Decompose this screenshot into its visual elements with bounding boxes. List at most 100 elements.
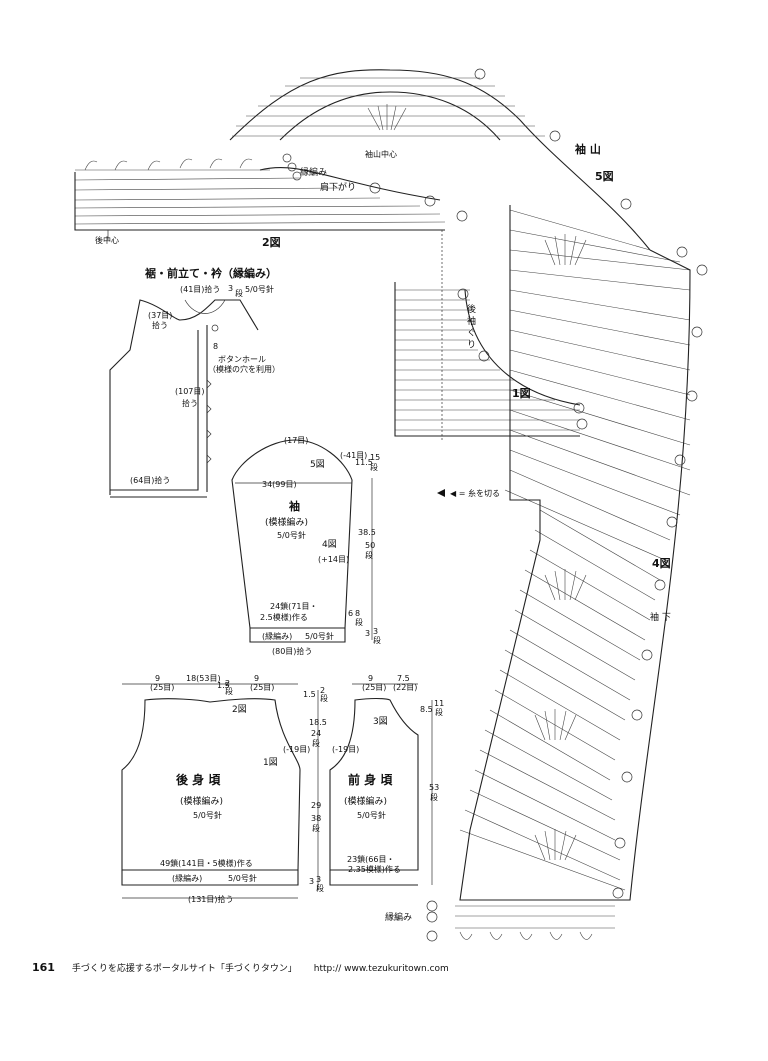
sleeve-schematic: (17目) (-41目) 5図 11.5 15 段 34(99目) 袖 (模様編… [231, 436, 381, 656]
front-w75r: (22目) [393, 683, 417, 692]
back-schematic: 9 (25目) 18(53目) 9 (25目) 1.5 2 段 2図 1図 (-… [121, 674, 328, 904]
sleeve-fan-motifs [534, 234, 587, 861]
sleeve-edge-hook: 5/0号針 [305, 631, 334, 641]
sleeve-rows-15b: 段 [370, 462, 378, 472]
back-edge: (縁編み) [172, 873, 202, 883]
sleeve-edge: (縁編み) [262, 631, 292, 641]
sleeve-rows-15: 15 [370, 453, 380, 462]
back-w9: 9 [155, 674, 160, 683]
back-h15: 1.5 [217, 681, 230, 690]
front-rows53b: 段 [430, 792, 438, 802]
collar-curve [184, 299, 226, 314]
front-h85: 8.5 [420, 705, 433, 714]
pickup-107b: 拾う [182, 398, 198, 408]
pickup-37: (37目) [148, 311, 172, 320]
sleeve-cap-inner [279, 91, 501, 141]
back-rows3: 3 [316, 875, 321, 884]
sleeve-rows-3: 3 [373, 627, 378, 636]
back-hook: 5/0号針 [193, 810, 222, 820]
sleeve-h-6: 6 [348, 609, 353, 618]
buttonhole-note: （模様の穴を利用） [208, 364, 280, 374]
sleeve-rows-50: 50 [365, 541, 375, 550]
cut-yarn-triangle [437, 489, 445, 497]
front-hook: 5/0号針 [357, 810, 386, 820]
page-footer: 161 手づくりを応援するポータルサイト「手づくりタウン」 http:// ww… [32, 961, 449, 974]
front-band-line [110, 325, 208, 498]
armhole-curve [464, 289, 581, 406]
pickup-37b: 拾う [152, 320, 168, 330]
fig1-label: 1図 [512, 386, 531, 400]
back-dec19: (-19目) [283, 745, 310, 754]
buttonhole-label: ボタンホール [218, 355, 266, 364]
back-pattern: (模様編み) [180, 795, 223, 807]
sleeve-outline [231, 439, 353, 629]
cap-rows [232, 77, 545, 137]
back-yoke-outline [74, 172, 445, 231]
back-h185: 18.5 [309, 718, 327, 727]
sleeve-rows-8b: 段 [355, 617, 363, 627]
sleeve-pattern: (模様編み) [265, 516, 308, 528]
back-yoke-picots [84, 158, 253, 171]
back-center-label: 後中心 [95, 235, 119, 245]
sleeve-body-rows [459, 209, 691, 891]
front-chain-b: 2.35模様)作る [348, 864, 401, 874]
sleeve-dec-41: (-41目) [340, 451, 367, 460]
back-rows24: 24 [311, 729, 321, 738]
sleeve-rows-3b: 段 [373, 635, 381, 645]
sleeve-h-3: 3 [365, 629, 370, 638]
front-chain: 23鎖(66目・ [347, 854, 394, 864]
sleeve-h-385: 38.5 [358, 528, 376, 537]
back-h3: 3 [309, 877, 314, 886]
sleeve-body-outline [459, 205, 691, 901]
row-markers [282, 68, 708, 942]
pickup-41: (41目)拾う [180, 284, 220, 294]
cap-fan-motif [367, 104, 407, 131]
back-outline [121, 698, 301, 871]
fig2-label: 2図 [262, 235, 281, 249]
sleeve-fig5: 5図 [310, 459, 325, 470]
back-w9rb: (25目) [250, 683, 274, 692]
front-w9r: (25目) [362, 683, 386, 692]
back-h29: 29 [311, 801, 321, 810]
shoulder-slope-label: 肩下がり [320, 181, 356, 193]
back-armhole-label: 後 袖 ぐ り [465, 303, 476, 349]
fig4-label: 4図 [652, 556, 671, 570]
front-w9: 9 [368, 674, 373, 683]
hem-cm-8: 8 [213, 342, 218, 351]
front-pattern: (模様編み) [344, 795, 387, 807]
back-edge-hook: 5/0号針 [228, 873, 257, 883]
back-fig2: 2図 [232, 704, 247, 715]
back-rows38b: 段 [312, 823, 320, 833]
back-w9r: (25目) [150, 683, 174, 692]
back-rows2b: 段 [225, 686, 233, 696]
shoulder-slope-line [259, 167, 441, 201]
back-chain: 49鎖(141目・5模様)作る [160, 858, 253, 868]
sleeve-h-115: 11.5 [355, 458, 373, 467]
sleeve-top: (17目) [284, 436, 308, 445]
sleeve-edging-rows [455, 905, 615, 940]
hem-band-schematic: 裾・前立て・衿（縁編み） (41目)拾う 3 段 5/0号針 (37目) 拾う … [109, 266, 280, 498]
back-rows2d: 段 [320, 693, 328, 703]
fig5-label: 5図 [595, 169, 614, 183]
button-marker [211, 324, 219, 332]
back-bottom: (131目)拾う [188, 894, 234, 904]
stitch-chart [74, 68, 708, 942]
front-title: 前 身 頃 [348, 772, 393, 787]
back-rows3b: 段 [316, 883, 324, 893]
back-w18: 18(53目) [186, 674, 221, 683]
sleeve-cap-outline [229, 69, 651, 251]
armhole-outline [394, 282, 580, 437]
back-rows24b: 段 [312, 738, 320, 748]
sleeve-rows-8: 8 [355, 609, 360, 618]
edging-label-top: 縁編み [300, 166, 327, 178]
front-hem [329, 870, 418, 886]
hem-rows-3: 3 [228, 284, 233, 293]
back-hem [121, 870, 299, 886]
edging-rows-label: 縁編み [385, 911, 412, 923]
back-w9b: 9 [254, 674, 259, 683]
hem-inner-line [110, 330, 199, 491]
pickup-64: (64目)拾う [130, 475, 170, 485]
back-rows2c: 2 [320, 686, 325, 695]
